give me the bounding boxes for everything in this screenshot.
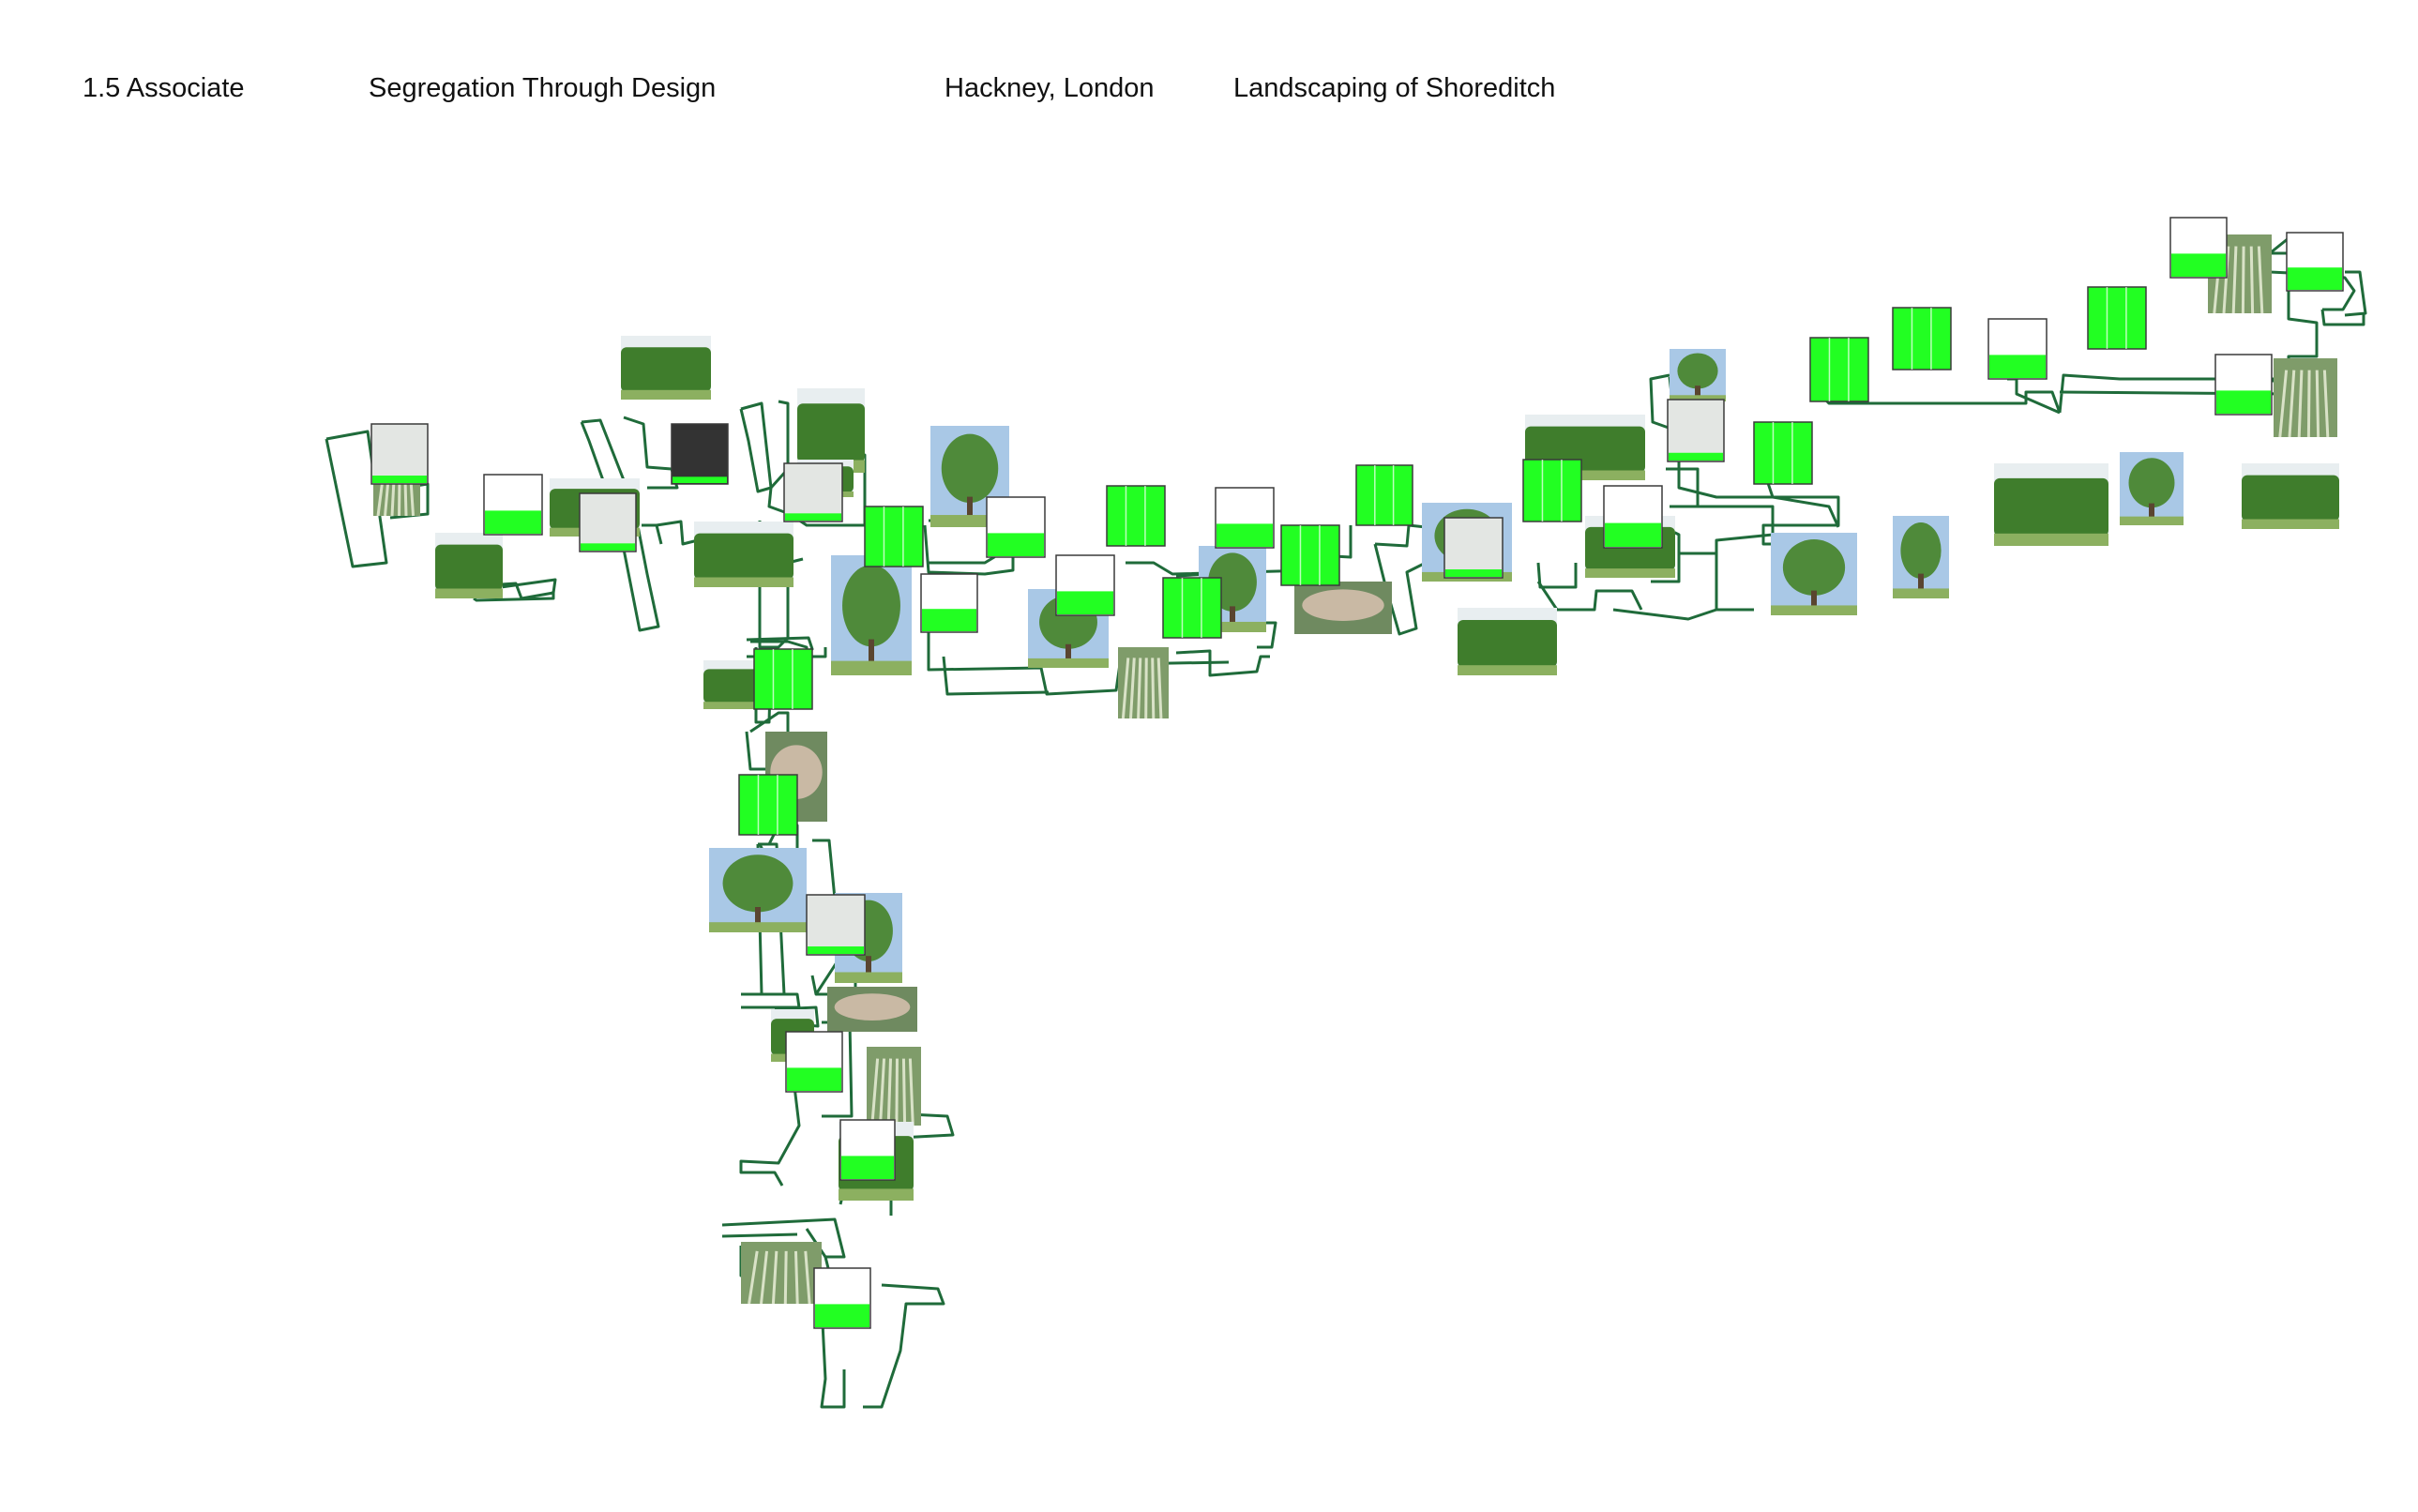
- site-outline-24: [1536, 562, 1578, 589]
- planting-block-25: [2286, 232, 2344, 292]
- planting-block-14: [1355, 464, 1413, 526]
- plant-photo-22: [2120, 452, 2184, 525]
- planting-block-22: [1987, 318, 2048, 380]
- planting-block-24: [2169, 217, 2228, 279]
- sheet-title: Landscaping of Shoreditch: [1233, 73, 1556, 103]
- site-outline-61: [863, 1283, 945, 1409]
- plant-photo-28: [709, 848, 807, 932]
- site-outline-27: [1666, 467, 1700, 508]
- planting-block-13: [1280, 524, 1340, 586]
- site-outline-37: [2007, 377, 2061, 415]
- planting-block-19: [1753, 421, 1813, 485]
- planting-block-28: [738, 774, 798, 836]
- planting-block-2: [483, 474, 543, 536]
- planting-block-31: [839, 1119, 896, 1181]
- plant-photo-30: [827, 987, 917, 1032]
- site-outlines: [325, 236, 2367, 1409]
- planting-block-9: [1055, 554, 1115, 616]
- site-outline-42: [2320, 309, 2365, 326]
- plant-photo-18: [1670, 349, 1726, 401]
- planting-block-23: [2087, 286, 2147, 350]
- site-outline-58: [721, 1232, 798, 1238]
- planting-block-12: [1162, 577, 1222, 639]
- planting-block-3: [579, 492, 637, 552]
- planting-block-11: [1215, 487, 1275, 549]
- site-outline-12: [923, 524, 1015, 576]
- plant-photo-11: [1118, 647, 1169, 719]
- planting-block-6: [864, 506, 924, 567]
- plant-photo-20: [1893, 516, 1949, 598]
- planting-block-8: [986, 496, 1046, 558]
- planting-block-21: [1892, 307, 1952, 370]
- project-title: Segregation Through Design: [369, 73, 717, 103]
- plant-photo-34: [741, 1242, 822, 1305]
- planting-block-32: [813, 1267, 871, 1329]
- planting-blocks: [370, 217, 2344, 1329]
- planting-block-29: [806, 894, 866, 956]
- planting-block-20: [1809, 337, 1869, 402]
- plant-photo-32: [867, 1047, 921, 1126]
- site-outline-6: [767, 400, 867, 527]
- site-outline-1: [325, 430, 388, 568]
- plant-photo-21: [1994, 463, 2108, 546]
- site-outline-33: [1649, 373, 1680, 433]
- site-outline-25: [1536, 581, 1643, 612]
- planting-block-4: [671, 423, 729, 485]
- plant-photo-15: [1458, 608, 1557, 675]
- site-outline-10: [642, 523, 663, 545]
- plant-photo-25: [2274, 358, 2337, 438]
- plant-photo-23: [2242, 463, 2339, 529]
- planting-block-1: [370, 423, 429, 485]
- plant-photo-19: [1771, 533, 1857, 615]
- site-outline-32: [1668, 376, 1840, 546]
- planting-block-17: [1603, 485, 1663, 549]
- site-outline-18: [1175, 649, 1270, 677]
- planting-block-7: [920, 573, 978, 633]
- plant-photo-5: [694, 522, 793, 587]
- site-outline-17: [942, 656, 1050, 696]
- plant-photo-3: [435, 533, 503, 598]
- site-outline-46: [749, 711, 790, 741]
- site-outline-62: [820, 1303, 846, 1409]
- site-outline-28: [1698, 505, 1775, 612]
- location: Hackney, London: [945, 73, 1155, 103]
- site-outline-54: [739, 1078, 801, 1187]
- site-outline-43: [2344, 270, 2367, 317]
- project-code: 1.5 Associate: [83, 73, 245, 103]
- plant-photos: [373, 234, 2339, 1305]
- site-outline-4: [623, 416, 679, 490]
- planting-block-27: [753, 648, 813, 710]
- plant-photo-9: [831, 555, 912, 675]
- site-outline-5: [739, 401, 773, 493]
- planting-block-10: [1106, 485, 1166, 547]
- plant-photo-13: [1294, 582, 1392, 634]
- site-outline-3: [580, 418, 660, 632]
- site-outline-8: [473, 591, 555, 602]
- planting-block-18: [1667, 399, 1725, 462]
- planting-block-16: [1522, 459, 1582, 522]
- planting-block-15: [1443, 517, 1504, 579]
- planting-block-30: [785, 1031, 843, 1093]
- planting-block-5: [783, 462, 843, 522]
- planting-block-26: [2214, 354, 2273, 416]
- site-outline-50: [741, 992, 801, 1009]
- plant-photo-1: [621, 336, 711, 400]
- site-outline-29: [1612, 552, 1718, 621]
